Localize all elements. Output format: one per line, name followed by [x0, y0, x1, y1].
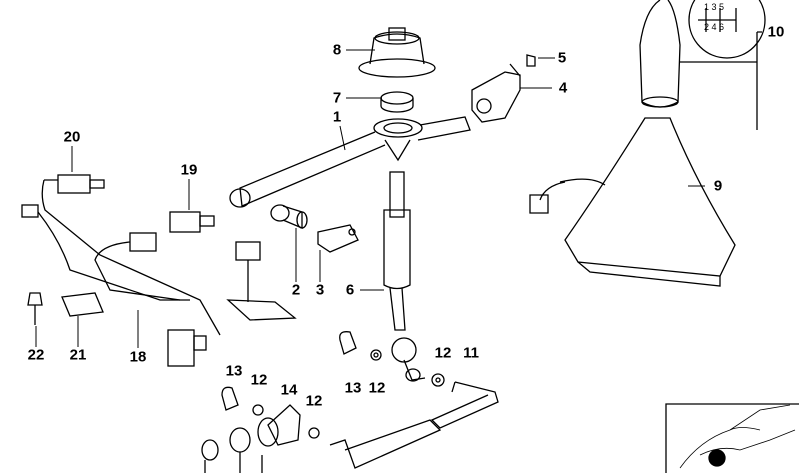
car-locator-inset	[665, 403, 799, 473]
part-label-22[interactable]: 22	[27, 346, 45, 364]
clip-part	[317, 224, 359, 253]
part-label-12[interactable]: 12	[305, 392, 323, 410]
shift-pattern-bottom: 2 4 6	[704, 22, 725, 32]
sensor-part	[94, 211, 215, 301]
gear-boot-part	[529, 117, 736, 287]
rubber-boot-part	[358, 27, 436, 78]
clip-holder-part	[27, 292, 104, 325]
part-label-4[interactable]: 4	[558, 79, 568, 97]
shift-knob-part	[639, 0, 766, 130]
part-label-11[interactable]: 11	[463, 344, 479, 362]
linkage-part	[201, 381, 499, 473]
part-label-6[interactable]: 6	[345, 281, 355, 299]
part-label-12[interactable]: 12	[250, 371, 268, 389]
switch-part	[21, 174, 221, 336]
shift-lever-part	[229, 116, 471, 208]
bracket-part	[471, 54, 536, 123]
shift-pattern-top: 1 3 5	[704, 2, 725, 12]
bushing-part	[380, 91, 414, 113]
lower-clips-part	[221, 331, 445, 439]
harness-part	[167, 241, 297, 367]
part-label-7[interactable]: 7	[332, 89, 342, 107]
part-label-21[interactable]: 21	[69, 346, 87, 364]
part-label-18[interactable]: 18	[129, 348, 147, 366]
part-label-12[interactable]: 12	[368, 379, 386, 397]
part-label-14[interactable]: 14	[280, 381, 298, 399]
leader-lines	[35, 49, 705, 348]
part-label-13[interactable]: 13	[344, 379, 362, 397]
part-label-20[interactable]: 20	[63, 128, 81, 146]
part-label-13[interactable]: 13	[225, 362, 243, 380]
part-label-8[interactable]: 8	[332, 41, 342, 59]
shift-rod-part	[383, 171, 426, 382]
part-label-10[interactable]: 10	[767, 23, 785, 41]
part-label-1[interactable]: 1	[332, 108, 342, 126]
pin-part	[270, 204, 308, 229]
part-label-19[interactable]: 19	[180, 161, 198, 179]
part-label-3[interactable]: 3	[315, 281, 325, 299]
part-label-9[interactable]: 9	[713, 177, 723, 195]
part-label-12[interactable]: 12	[434, 344, 452, 362]
part-label-2[interactable]: 2	[291, 281, 301, 299]
part-label-5[interactable]: 5	[557, 49, 567, 67]
